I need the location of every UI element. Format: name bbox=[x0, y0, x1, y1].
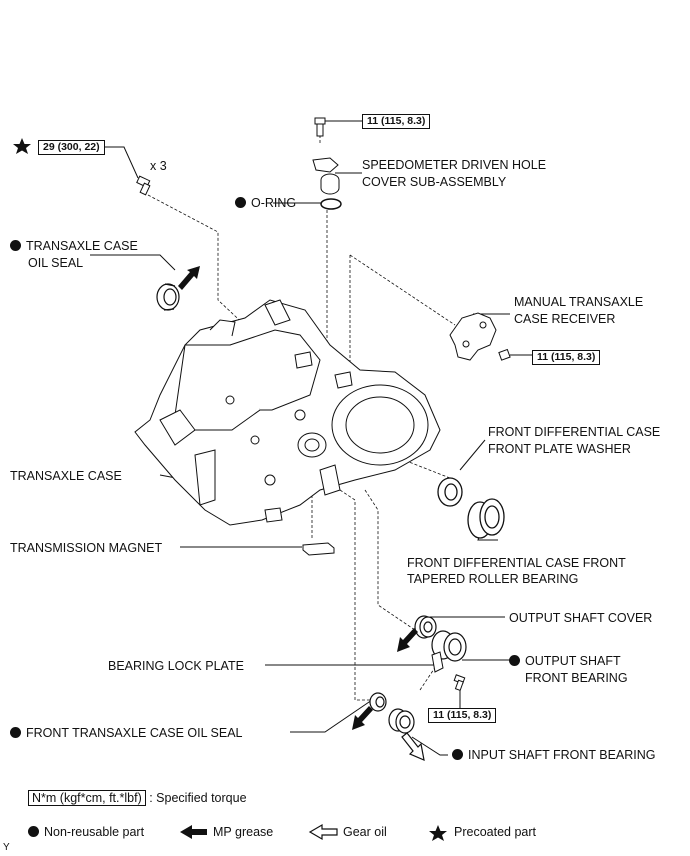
torque-value-receiver: 11 (115, 8.3) bbox=[532, 350, 601, 365]
washer-label-2: FRONT PLATE WASHER bbox=[488, 442, 631, 456]
torque-value-top: 11 (115, 8.3) bbox=[362, 114, 431, 129]
torque-value-plate: 11 (115, 8.3) bbox=[428, 708, 497, 723]
manual-receiver-label-1: MANUAL TRANSAXLE bbox=[514, 295, 644, 309]
legend-gear-oil: Gear oil bbox=[343, 825, 387, 839]
legend-torque-box: N*m (kgf*cm, ft.*lbf) bbox=[28, 790, 146, 806]
output-bearing-text-1: OUTPUT SHAFT bbox=[525, 654, 621, 668]
case-oil-seal-label-2: OIL SEAL bbox=[28, 256, 84, 270]
magnet-label: TRANSMISSION MAGNET bbox=[10, 541, 163, 555]
transaxle-case-label: TRANSAXLE CASE bbox=[10, 469, 122, 483]
front-seal-text: FRONT TRANSAXLE CASE OIL SEAL bbox=[26, 726, 243, 740]
lock-plate-label: BEARING LOCK PLATE bbox=[108, 659, 244, 673]
speedometer-label-1: SPEEDOMETER DRIVEN HOLE bbox=[362, 158, 547, 172]
case-oil-seal-text-1: TRANSAXLE CASE bbox=[26, 239, 138, 253]
legend-mp-grease: MP grease bbox=[213, 825, 274, 839]
output-cover-label: OUTPUT SHAFT COVER bbox=[509, 611, 653, 625]
tapered-bearing-label-2: TAPERED ROLLER BEARING bbox=[407, 572, 579, 586]
manual-receiver-label-2: CASE RECEIVER bbox=[514, 312, 616, 326]
oring-text: O-RING bbox=[251, 196, 297, 210]
filled-dot-icon bbox=[235, 197, 246, 208]
star-icon bbox=[13, 138, 31, 154]
output-bearing-label-1: OUTPUT SHAFT bbox=[509, 653, 621, 669]
front-seal-label: FRONT TRANSAXLE CASE OIL SEAL bbox=[10, 725, 243, 741]
legend-torque: N*m (kgf*cm, ft.*lbf) : Specified torque bbox=[28, 790, 247, 806]
legend-non-reusable: Non-reusable part bbox=[28, 825, 144, 839]
output-bearing-label-2: FRONT BEARING bbox=[525, 671, 628, 685]
washer-label-1: FRONT DIFFERENTIAL CASE bbox=[488, 425, 661, 439]
case-oil-seal-label-1: TRANSAXLE CASE bbox=[10, 238, 138, 254]
speedometer-label-2: COVER SUB-ASSEMBLY bbox=[362, 175, 507, 189]
filled-dot-icon bbox=[28, 826, 39, 837]
legend-torque-text: : Specified torque bbox=[149, 791, 247, 805]
legend-non-reusable-text: Non-reusable part bbox=[44, 825, 145, 839]
oring-label: O-RING bbox=[235, 195, 296, 211]
filled-dot-icon bbox=[10, 240, 21, 251]
input-bearing-text: INPUT SHAFT FRONT BEARING bbox=[468, 748, 656, 762]
legend-precoated: Precoated part bbox=[454, 825, 536, 839]
filled-dot-icon bbox=[509, 655, 520, 666]
corner-mark: Y bbox=[3, 842, 10, 853]
quantity-label: x 3 bbox=[150, 159, 167, 173]
input-bearing-label: INPUT SHAFT FRONT BEARING bbox=[452, 747, 656, 763]
torque-value-precoated: 29 (300, 22) bbox=[38, 140, 105, 155]
filled-dot-icon bbox=[452, 749, 463, 760]
filled-dot-icon bbox=[10, 727, 21, 738]
tapered-bearing-label-1: FRONT DIFFERENTIAL CASE FRONT bbox=[407, 556, 626, 570]
